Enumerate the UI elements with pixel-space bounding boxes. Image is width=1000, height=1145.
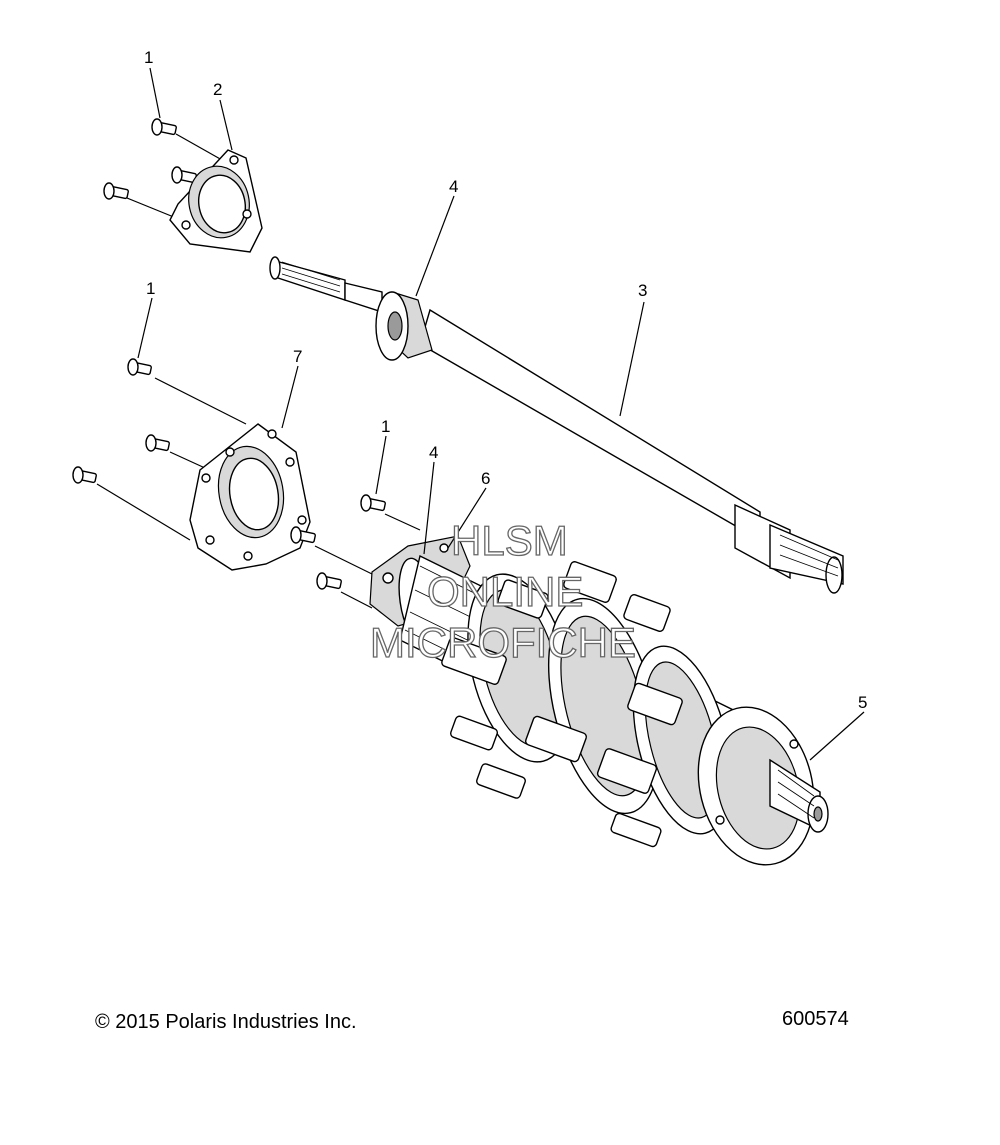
bolt-mid-1 xyxy=(127,358,152,376)
callout-2: 2 xyxy=(213,80,222,99)
drawing-number: 600574 xyxy=(782,1008,849,1030)
bolt-low-3 xyxy=(316,572,342,590)
callout-1-mid: 1 xyxy=(146,279,155,298)
bolt-low-2 xyxy=(290,526,316,544)
support-plate xyxy=(189,423,311,571)
bolt-mid-2 xyxy=(145,434,170,452)
watermark-line-1: HLSM xyxy=(451,517,568,564)
callout-4-shaft: 4 xyxy=(449,177,458,196)
watermark-line-3: MICROFICHE xyxy=(370,619,636,666)
shaft-bearing xyxy=(375,291,433,361)
drive-assembly xyxy=(369,535,829,866)
drive-shaft xyxy=(269,256,844,594)
callout-1-low: 1 xyxy=(381,417,390,436)
bearing-flange xyxy=(169,149,263,253)
bolt-low-1 xyxy=(360,494,386,512)
watermark-line-2: ONLINE xyxy=(427,568,583,615)
callout-6: 6 xyxy=(481,469,490,488)
callout-4-hub: 4 xyxy=(429,443,438,462)
callout-7: 7 xyxy=(293,347,302,366)
callout-3: 3 xyxy=(638,281,647,300)
callout-1-top: 1 xyxy=(144,48,153,67)
bolt-top-3 xyxy=(103,182,129,200)
callout-5: 5 xyxy=(858,693,867,712)
bolt-mid-3 xyxy=(72,466,97,484)
bolt-top-1 xyxy=(151,118,177,136)
copyright-notice: © 2015 Polaris Industries Inc. xyxy=(95,1011,357,1033)
